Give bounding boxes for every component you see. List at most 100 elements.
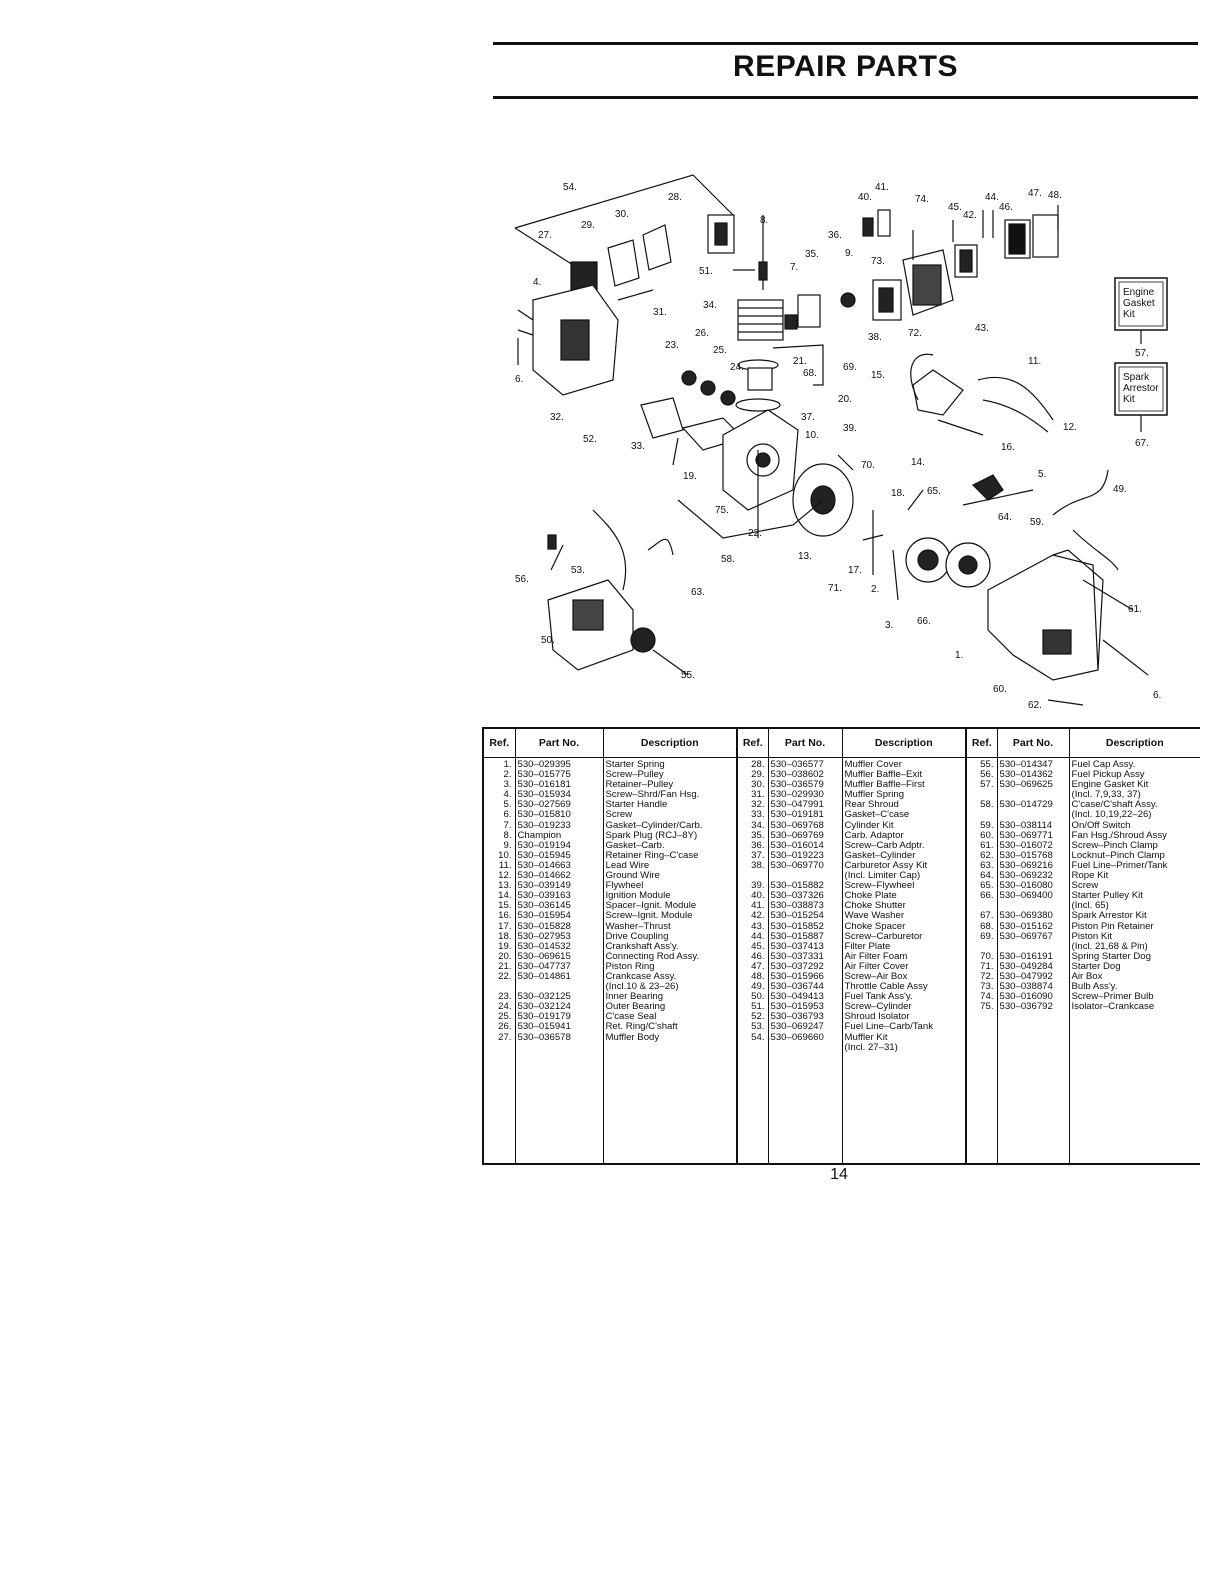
table-cell-desc: Choke Plate [844,890,897,902]
callout-label: 6. [515,374,523,385]
table-cell-part: 530–015852 [770,920,824,932]
table-cell-part: 530–016072 [999,839,1053,851]
table-cell-ref: 11. [498,859,512,871]
callout-label: 38. [868,332,882,343]
table-cell-desc: Locknut–Pinch Clamp [1071,849,1165,861]
callout-label: 53. [571,565,585,576]
table-cell-ref: 17. [498,920,512,932]
table-cell-ref: 48. [751,970,765,982]
kit-box-line: Arrestor [1123,383,1159,394]
spark-arrestor-kit-box: Spark Arrestor Kit 67. [1114,362,1168,449]
table-cell-part: 530–069216 [999,859,1053,871]
header-description: Description [1068,729,1200,758]
table-cell-desc: Fuel Line–Primer/Tank [1071,859,1168,871]
table-cell-ref: 64. [980,870,994,882]
diagram-linework [514,174,1149,706]
table-cell-desc: Spark Plug (RCJ–8Y) [605,829,698,841]
table-cell-part: 530–039163 [517,890,571,902]
header-part-no: Part No. [996,729,1069,758]
table-cell-part: 530–038874 [999,981,1053,993]
table-cell-part: 530–069615 [517,950,571,962]
table-cell-desc: Fan Hsg./Shroud Assy [1071,829,1167,841]
table-cell-desc: Spark Arrestor Kit [1071,910,1147,922]
callout-label: 56. [515,574,529,585]
table-cell-ref: 30. [751,779,765,791]
table-cell-part: 530–047991 [770,799,824,811]
table-cell-part: 530–036792 [999,1001,1053,1013]
table-cell-ref: 12. [498,870,512,882]
table-cell-desc: Screw [1071,880,1099,892]
callout-label: 18. [891,488,905,499]
table-cell-desc: Outer Bearing [605,1001,666,1013]
table-cell-ref: 66. [980,890,994,902]
header-part-no: Part No. [514,729,603,758]
table-cell-part: 530–036578 [517,1031,571,1043]
table-cell-desc: Lead Wire [605,859,650,871]
callout-label: 32. [550,412,564,423]
callout-label: 16. [1001,442,1015,453]
table-cell-part: 530–015941 [517,1021,571,1033]
table-cell-part: 530–069771 [999,829,1053,841]
table-cell-ref: 73. [980,981,994,993]
table-cell-desc: Muffler Body [605,1031,660,1043]
callout-label: 66. [917,616,931,627]
table-cell-ref: 18. [498,930,512,942]
table-cell-desc: Screw–Primer Bulb [1071,991,1154,1003]
table-cell-ref [740,1043,765,1053]
table-cell-part: 530–027569 [517,799,571,811]
table-cell-part: Champion [517,829,562,841]
table-cell-ref: 2. [503,769,512,781]
table-cell-desc: Spacer–Ignit. Module [605,900,697,912]
table-cell-ref: 27. [498,1031,512,1043]
table-cell-part: 530–015254 [770,910,824,922]
table-cell-part: 530–069625 [999,779,1053,791]
table-cell-part: 530–037331 [770,950,824,962]
table-cell-ref: 25. [498,1011,512,1023]
table-cell-ref: 53. [751,1021,765,1033]
table-cell-ref: 42. [751,910,765,922]
table-cell-ref: 7. [503,819,512,831]
table-cell-desc: Cylinder Kit [844,819,894,831]
table-cell-part: 530–036793 [770,1011,824,1023]
table-cell-ref: 34. [751,819,765,831]
table-cell-part: 530–037292 [770,960,824,972]
table-cell-ref: 50. [751,991,765,1003]
table-cell-desc: Piston Kit [1071,930,1113,942]
table-cell-part: 530–016080 [999,880,1053,892]
callout-label: 68. [803,368,817,379]
table-cell-desc: Air Filter Foam [844,950,908,962]
callout-label: 42. [963,210,977,221]
callout-label: 50. [541,635,555,646]
table-cell-part: 530–014532 [517,940,571,952]
table-cell-ref: 65. [980,880,994,892]
table-cell-desc: Screw–Carb Adptr. [844,839,925,851]
table-cell-part: 530–036744 [770,981,824,993]
table-cell-ref: 60. [980,829,994,841]
callout-label: 20. [838,394,852,405]
callout-label: 74. [915,194,929,205]
callout-label: 29. [581,220,595,231]
table-cell-ref: 3. [503,779,512,791]
table-cell-part: 530–015882 [770,880,824,892]
table-cell-desc: Screw–Carburetor [844,930,923,942]
table-cell-desc: Air Filter Cover [844,960,909,972]
table-cell-desc: C'case/C'shaft Assy. [1071,799,1158,811]
table-cell-part: 530–069770 [770,859,824,871]
table-cell-part: 530–037413 [770,940,824,952]
table-cell-part: 530–029395 [517,759,571,770]
callout-label: 24. [730,362,744,373]
callout-label: 10. [805,430,819,441]
title-top-rule [493,42,1198,45]
table-cell-desc: (Incl.10 & 23–26) [605,981,679,993]
table-cell-part: 530–038114 [999,819,1053,831]
table-cell-ref: 5. [503,799,512,811]
table-cell-desc: Fuel Line–Carb/Tank [844,1021,934,1033]
table-cell-ref: 13. [498,880,512,892]
callout-label: 31. [653,307,667,318]
callout-label: 11. [1028,356,1041,367]
table-cell-desc: Inner Bearing [605,991,664,1003]
callout-label: 3. [885,620,893,631]
callout-label: 15. [871,370,885,381]
